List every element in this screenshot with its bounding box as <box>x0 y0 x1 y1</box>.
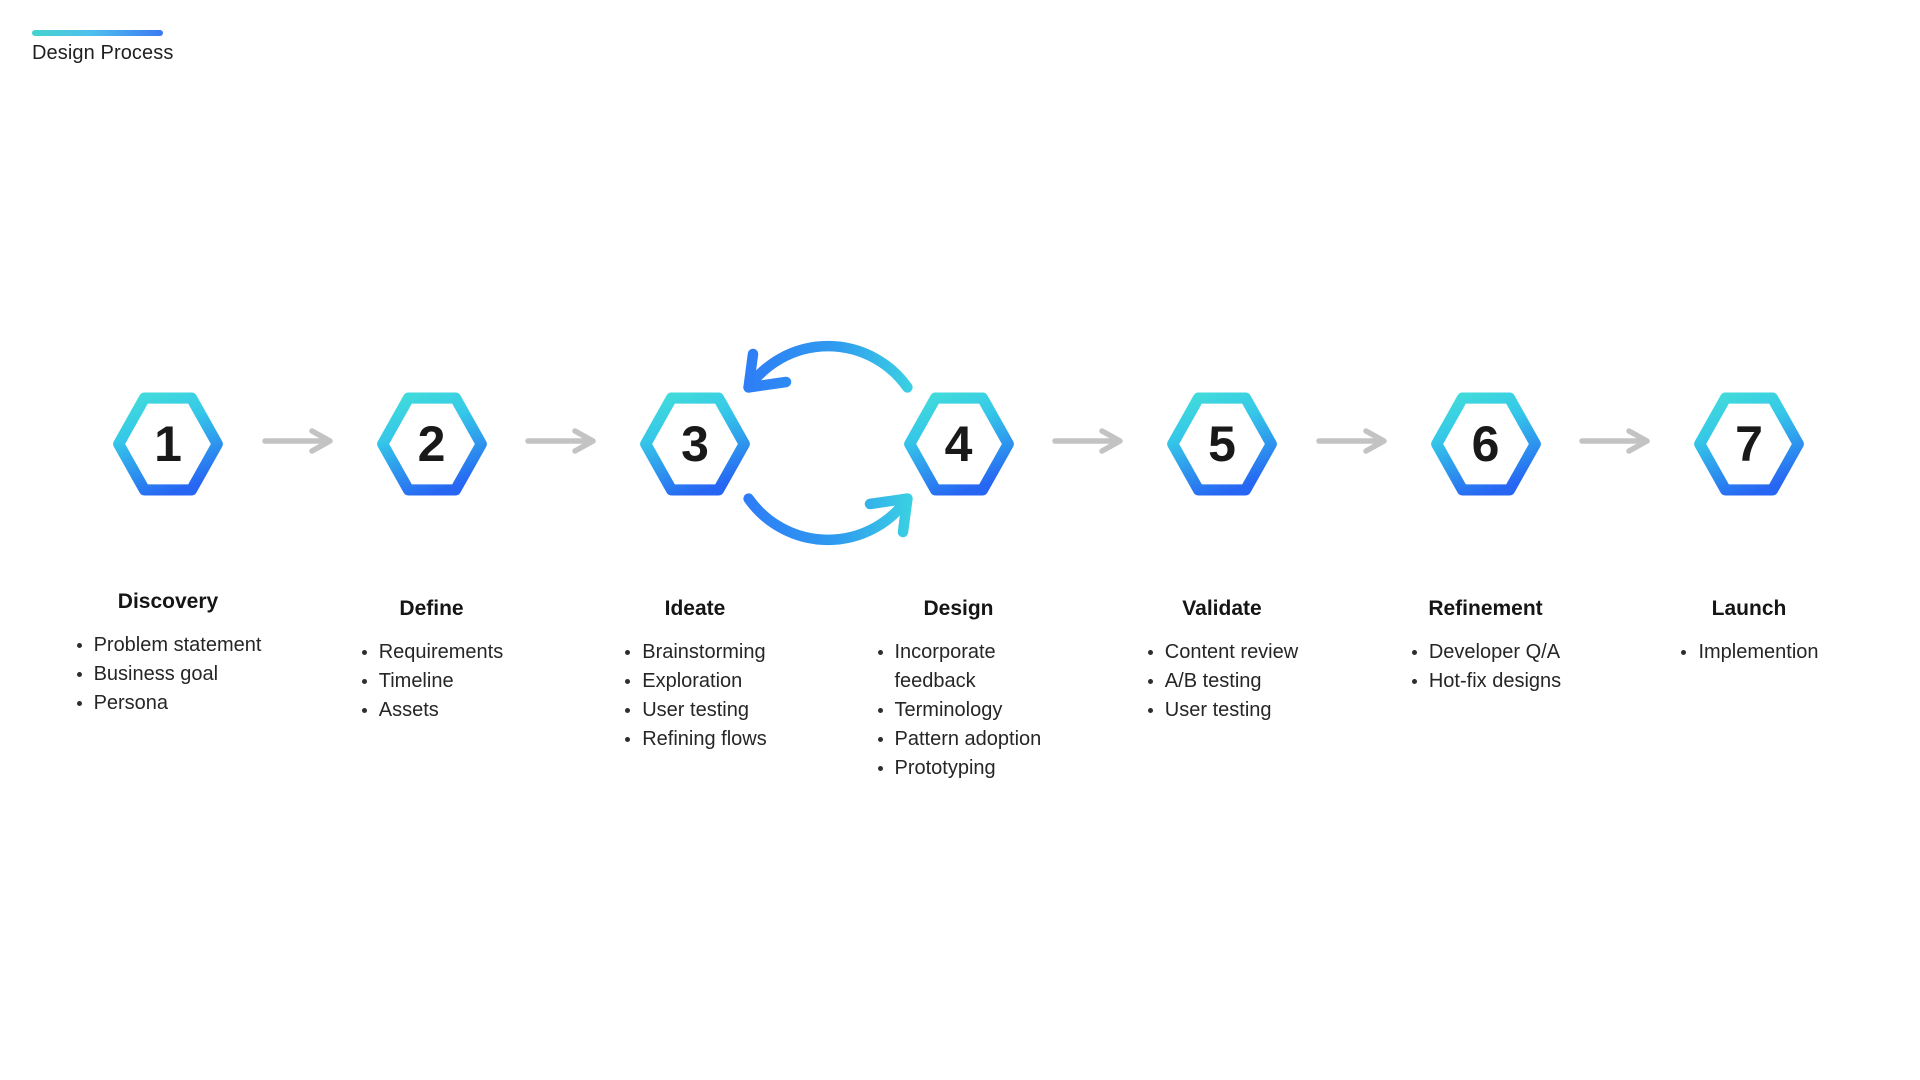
step-hexagon: 1 <box>112 388 224 500</box>
bullet-item: Exploration <box>623 667 767 696</box>
step-number: 2 <box>417 416 446 472</box>
bullet-item: Problem statement <box>75 631 261 660</box>
cycle-top-arrowhead-icon <box>743 348 792 393</box>
step-title: Ideate <box>664 597 726 620</box>
bullet-item: Brainstorming <box>623 638 767 667</box>
cycle-bottom-arc <box>743 493 913 546</box>
step-number: 7 <box>1735 416 1763 472</box>
step-hexagon: 5 <box>1166 388 1278 500</box>
step-title: Discovery <box>117 590 219 613</box>
forward-arrow-icon <box>1052 428 1123 454</box>
bullet-item: Content review <box>1146 638 1298 667</box>
step-hexagon: 4 <box>903 388 1015 500</box>
bullet-item: Incorporate feedback <box>876 638 1042 696</box>
step-bullet-list: Implemention <box>1679 638 1819 667</box>
step-number: 1 <box>154 416 182 472</box>
iteration-cycle-icon <box>743 340 913 546</box>
hexagon-outline-icon <box>113 392 223 496</box>
bullet-item: Developer Q/A <box>1410 638 1561 667</box>
step-number: 5 <box>1208 416 1236 472</box>
forward-arrow-icon <box>525 428 596 454</box>
page-title: Design Process <box>32 42 174 64</box>
step-hexagon: 3 <box>639 388 751 500</box>
hexagon-outline-icon <box>903 392 1014 496</box>
bullet-item: A/B testing <box>1146 667 1298 696</box>
step-number: 4 <box>944 416 973 472</box>
step-title: Define <box>399 597 464 620</box>
bullet-item: Business goal <box>75 660 262 689</box>
step-hexagon: 2 <box>376 388 488 500</box>
bullet-item: Prototyping <box>876 754 1042 783</box>
step-title: Refinement <box>1428 597 1543 620</box>
bullet-item: Implemention <box>1679 638 1819 667</box>
hexagon-outline-icon <box>1694 392 1804 496</box>
bullet-item: Pattern adoption <box>876 725 1042 754</box>
title-accent-bar <box>32 30 163 36</box>
hexagon-outline-icon <box>640 392 750 496</box>
bullet-item: Persona <box>75 689 262 718</box>
bullet-item: Refining flows <box>623 725 767 754</box>
cycle-bottom-arrowhead-icon <box>864 493 913 538</box>
step-number: 3 <box>681 416 709 472</box>
step-number: 6 <box>1471 416 1500 472</box>
step-hexagon: 6 <box>1430 388 1542 500</box>
bullet-item: Hot-fix designs <box>1410 667 1561 696</box>
forward-arrow-icon <box>1316 428 1387 454</box>
hexagon-outline-icon <box>1167 392 1277 496</box>
cycle-top-arc <box>743 340 913 393</box>
step-title: Validate <box>1182 597 1262 620</box>
hexagon-outline-icon <box>1430 392 1541 496</box>
step-hexagon: 7 <box>1693 388 1805 500</box>
forward-arrow-icon <box>1579 428 1650 454</box>
bullet-item: Terminology <box>876 696 1042 725</box>
step-title: Launch <box>1711 597 1787 620</box>
step-title: Design <box>923 597 994 620</box>
bullet-item: User testing <box>623 696 767 725</box>
forward-arrow-icon <box>262 428 333 454</box>
bullet-item: Timeline <box>360 667 504 696</box>
hexagon-outline-icon <box>376 392 487 496</box>
bullet-item: Assets <box>360 696 504 725</box>
bullet-item: User testing <box>1146 696 1298 725</box>
bullet-item: Requirements <box>360 638 503 667</box>
